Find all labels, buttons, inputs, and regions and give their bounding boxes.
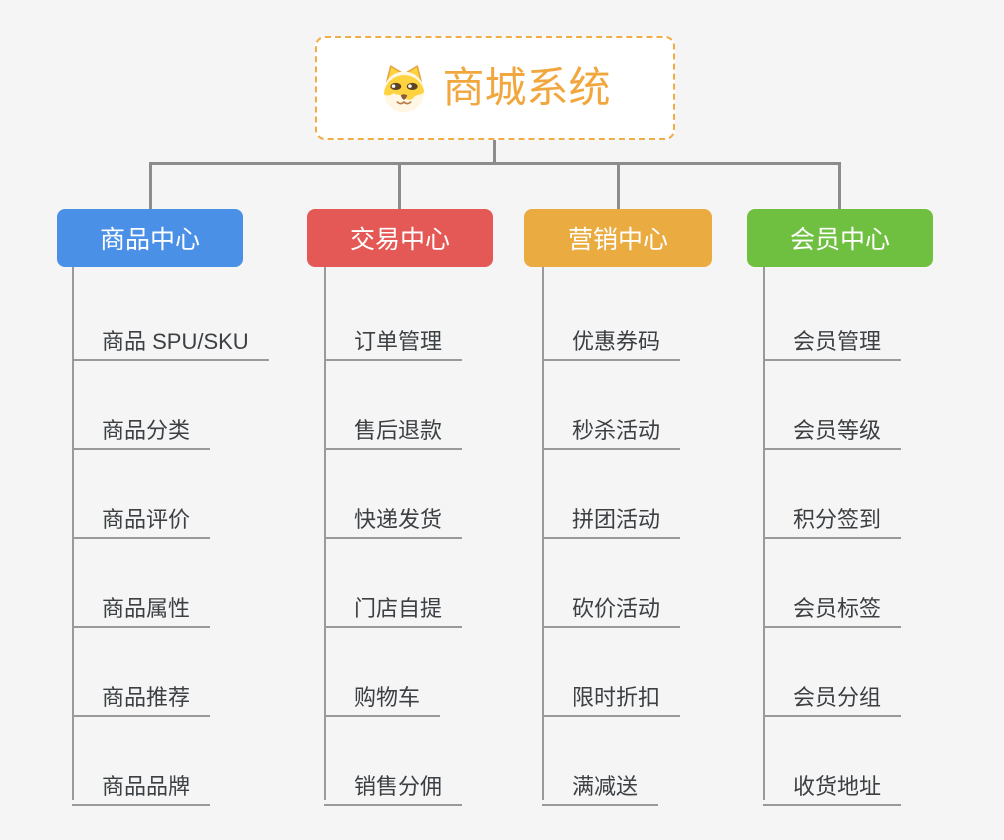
root-node-title: 商城系统: [442, 64, 611, 111]
topic-item[interactable]: 销售分佣: [324, 758, 463, 806]
topic-item[interactable]: 会员等级: [763, 402, 902, 450]
branch-rail-connector: [149, 162, 841, 165]
topic-item[interactable]: 砍价活动: [542, 580, 681, 628]
branch-node-label: 交易中心: [349, 226, 450, 254]
topic-item[interactable]: 会员分组: [763, 669, 902, 717]
branch-node-marketing-center[interactable]: 营销中心: [524, 209, 712, 267]
drop-connector: [398, 162, 401, 210]
topic-item[interactable]: 限时折扣: [542, 669, 681, 717]
topic-item[interactable]: 拼团活动: [542, 491, 681, 539]
branch-trunk-line: [324, 267, 326, 800]
topic-item[interactable]: 积分签到: [763, 491, 902, 539]
topic-item[interactable]: 秒杀活动: [542, 402, 681, 450]
dog-face-icon: [384, 65, 425, 113]
drop-connector: [149, 162, 152, 210]
topic-item[interactable]: 购物车: [324, 669, 441, 717]
topic-item[interactable]: 商品品牌: [72, 758, 211, 806]
topic-item[interactable]: 门店自提: [324, 580, 463, 628]
topic-item[interactable]: 会员管理: [763, 313, 902, 361]
branch-trunk-line: [542, 267, 544, 800]
branch-trunk-line: [763, 267, 765, 800]
topic-item[interactable]: 商品推荐: [72, 669, 211, 717]
topic-item[interactable]: 收货地址: [763, 758, 902, 806]
topic-item[interactable]: 会员标签: [763, 580, 902, 628]
branch-node-trade-center[interactable]: 交易中心: [307, 209, 493, 267]
branch-node-member-center[interactable]: 会员中心: [747, 209, 933, 267]
root-node[interactable]: 商城系统: [315, 36, 675, 140]
topic-item[interactable]: 满减送: [542, 758, 659, 806]
root-stub-connector: [493, 140, 496, 165]
branch-trunk-line: [72, 267, 74, 800]
branch-node-label: 营销中心: [567, 226, 668, 254]
topic-item[interactable]: 商品评价: [72, 491, 211, 539]
drop-connector: [838, 162, 841, 210]
branch-node-label: 会员中心: [789, 226, 890, 254]
branch-node-goods-center[interactable]: 商品中心: [57, 209, 243, 267]
topic-item[interactable]: 售后退款: [324, 402, 463, 450]
topic-item[interactable]: 商品属性: [72, 580, 211, 628]
topic-item[interactable]: 订单管理: [324, 313, 463, 361]
drop-connector: [617, 162, 620, 210]
topic-item[interactable]: 优惠券码: [542, 313, 681, 361]
topic-item[interactable]: 商品分类: [72, 402, 211, 450]
topic-item[interactable]: 快递发货: [324, 491, 463, 539]
branch-node-label: 商品中心: [99, 226, 200, 254]
topic-item[interactable]: 商品 SPU/SKU: [72, 313, 269, 361]
